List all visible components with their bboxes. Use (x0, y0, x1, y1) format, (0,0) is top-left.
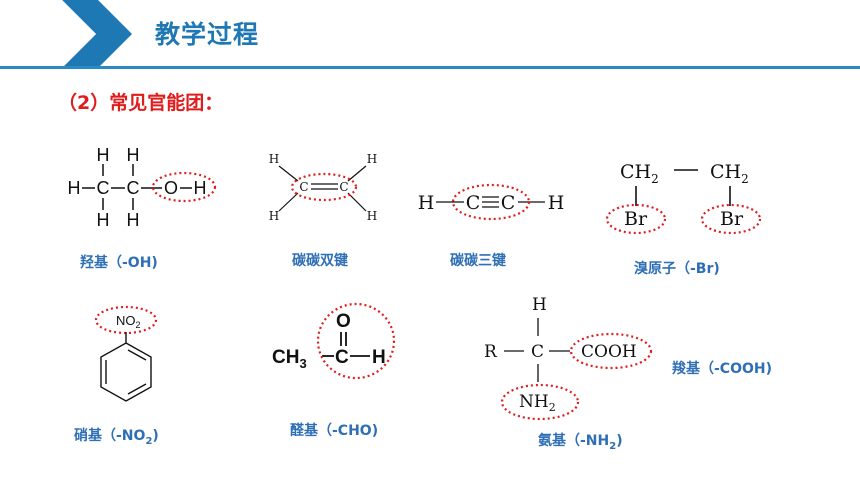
svg-text:NO2: NO2 (116, 313, 141, 330)
triple-bond-label: 碳碳三键 (450, 253, 506, 269)
page-title: 教学过程 (155, 20, 260, 49)
nitro-structure: NO2 (94, 305, 158, 402)
svg-text:H: H (367, 209, 377, 223)
double-bond-structure: H H H H C C (269, 152, 377, 223)
highlight-circle (451, 183, 531, 221)
amino-label: 氨基（-NH2) (538, 433, 623, 452)
svg-text:H: H (418, 192, 435, 214)
svg-text:Br: Br (624, 208, 648, 230)
hydroxyl-label: 羟基（-OH) (80, 255, 158, 271)
svg-text:R: R (484, 342, 498, 362)
svg-text:NH2: NH2 (519, 392, 556, 414)
carboxyl-label: 羧基（-COOH) (672, 361, 773, 377)
highlight-circle (316, 302, 396, 380)
svg-text:C: C (299, 180, 308, 194)
chevron-right-icon (0, 0, 132, 68)
svg-text:C: C (339, 180, 348, 194)
svg-text:O: O (336, 311, 351, 332)
highlight-circle (290, 172, 358, 202)
atom-c: C (97, 178, 110, 198)
header-divider (0, 66, 860, 69)
atom-h: H (194, 178, 207, 198)
svg-text:H: H (532, 295, 547, 315)
svg-text:H: H (367, 152, 377, 166)
nitro-label: 硝基（-NO2) (74, 428, 159, 447)
svg-text:H: H (269, 209, 279, 223)
atom-h: H (97, 145, 110, 165)
header-bar: 教学过程 (0, 0, 860, 68)
atom-o: O (164, 178, 178, 198)
highlight-circle (569, 332, 653, 370)
svg-text:CH2: CH2 (620, 161, 659, 186)
svg-text:CH2: CH2 (710, 161, 749, 186)
svg-text:H: H (269, 152, 279, 166)
atom-h: H (127, 145, 140, 165)
svg-text:H: H (372, 347, 386, 368)
svg-text:C: C (501, 192, 516, 214)
atom-h: H (68, 178, 81, 198)
highlight-circle (700, 203, 762, 235)
bromo-label: 溴原子（-Br) (634, 261, 720, 277)
double-bond-label: 碳碳双键 (292, 253, 348, 269)
aldehyde-label: 醛基（-CHO) (290, 423, 379, 439)
amino-acid-structure: H R C COOH NH2 (484, 295, 653, 421)
hydroxyl-structure: H H H C C O H H H (68, 145, 217, 230)
svg-text:CH3: CH3 (272, 347, 307, 371)
atom-h: H (127, 210, 140, 230)
highlight-circle (605, 203, 667, 235)
svg-text:COOH: COOH (581, 342, 637, 362)
svg-text:H: H (548, 192, 565, 214)
triple-bond-structure: H C C H (418, 183, 565, 221)
highlight-circle (500, 383, 580, 421)
svg-text:Br: Br (720, 208, 744, 230)
atom-c: C (127, 178, 140, 198)
svg-text:C: C (531, 342, 544, 362)
aldehyde-structure: CH3 C O H (272, 302, 396, 380)
atom-h: H (97, 210, 110, 230)
section-heading: （2）常见官能团： (58, 92, 224, 114)
svg-text:C: C (335, 347, 349, 368)
bromo-structure: CH2 CH2 Br Br (605, 161, 762, 235)
highlight-circle (151, 171, 217, 203)
svg-text:C: C (466, 192, 481, 214)
